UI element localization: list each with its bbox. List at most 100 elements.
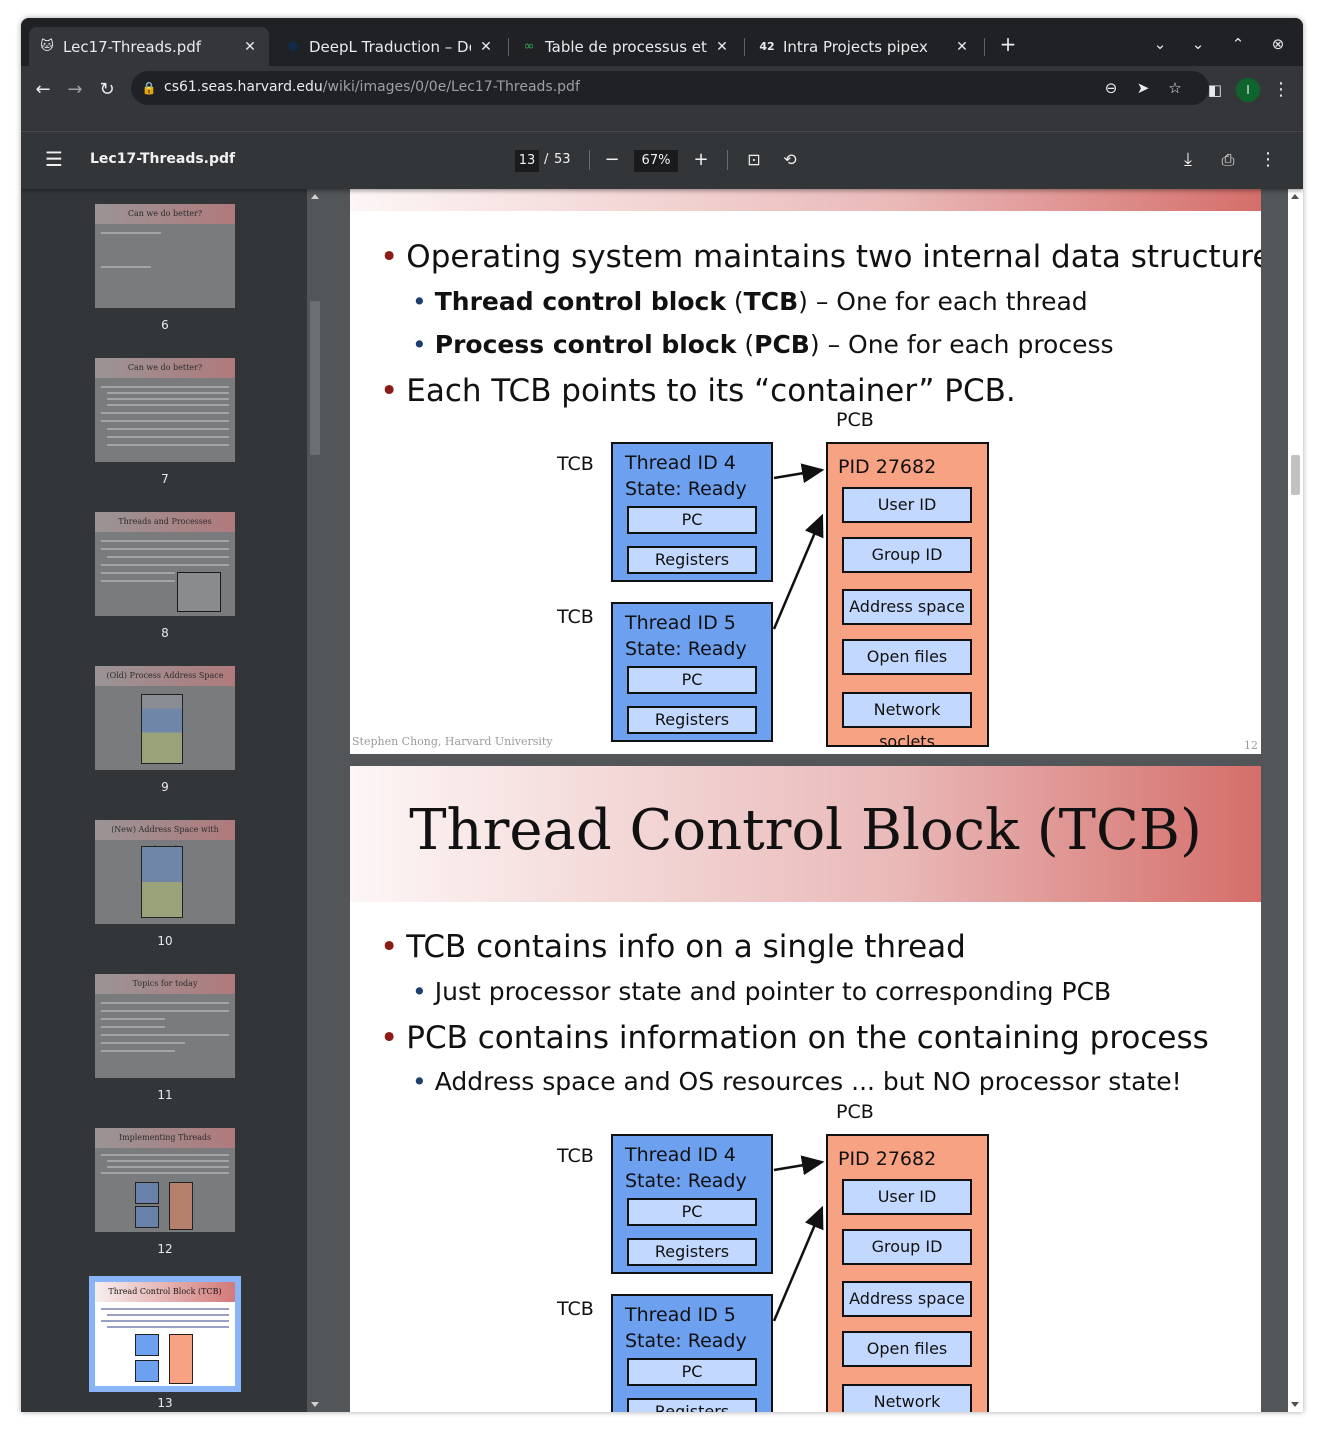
- deepl-icon: ●: [287, 38, 299, 54]
- page-number-input[interactable]: 13: [515, 150, 539, 172]
- thumbnail-image: (New) Address Space with Threads: [95, 820, 235, 924]
- new-tab-button[interactable]: +: [999, 32, 1017, 56]
- scroll-up-arrow-icon[interactable]: [311, 194, 319, 199]
- thumbnail-image: Can we do better?: [95, 204, 235, 308]
- window-close-icon[interactable]: ⊗: [1271, 35, 1285, 53]
- close-icon[interactable]: ✕: [480, 38, 492, 55]
- pdf-document-area[interactable]: •Operating system maintains two internal…: [323, 189, 1288, 1412]
- thumbnail-sidebar[interactable]: Can we do better? 6 Can we do better? 7 …: [21, 189, 307, 1412]
- scrollbar-thumb[interactable]: [1291, 455, 1300, 495]
- toolbar-divider: [589, 150, 590, 170]
- tcb-box: Thread ID 5 State: Ready PC Registers: [611, 602, 773, 742]
- more-vert-icon[interactable]: ⋮: [1272, 79, 1290, 100]
- pcb-field: Network soclets: [842, 1384, 972, 1412]
- back-arrow-icon[interactable]: ←: [35, 79, 51, 100]
- tab-title: Intra Projects pipex: [783, 37, 928, 56]
- slide-page-number: 12: [1244, 739, 1258, 752]
- tcb-label: TCB: [557, 606, 594, 628]
- thumbnail-number: 11: [157, 1088, 173, 1102]
- slide-title-band: [350, 766, 1261, 902]
- download-icon[interactable]: ⤓: [1184, 149, 1192, 170]
- fit-page-icon[interactable]: ⊡: [747, 150, 761, 169]
- sidebar-scrollbar[interactable]: [307, 189, 323, 1412]
- thumbnail-image: (Old) Process Address Space: [95, 666, 235, 770]
- menu-icon[interactable]: ☰: [45, 147, 63, 171]
- tab-separator: [508, 38, 509, 56]
- url-text[interactable]: cs61.seas.harvard.edu/wiki/images/0/0e/L…: [164, 79, 580, 95]
- thread-state: State: Ready: [625, 478, 747, 500]
- address-bar[interactable]: 🔒 cs61.seas.harvard.edu/wiki/images/0/0e…: [131, 71, 1209, 105]
- slide-footer-author: Stephen Chong, Harvard University: [352, 735, 553, 748]
- scroll-up-arrow-icon[interactable]: [1291, 194, 1299, 199]
- zoom-icon[interactable]: ⊖: [1104, 79, 1118, 97]
- pdf-page-13: Thread Control Block (TCB) •TCB contains…: [350, 766, 1261, 1412]
- scrollbar-thumb[interactable]: [310, 301, 320, 455]
- thumbnail-title: Topics for today: [95, 974, 235, 994]
- star-icon[interactable]: ☆: [1168, 79, 1182, 97]
- document-scrollbar[interactable]: [1288, 189, 1303, 1412]
- tcb-label: TCB: [557, 1298, 594, 1320]
- close-icon[interactable]: ✕: [716, 38, 728, 55]
- tcb-box: Thread ID 4 State: Ready PC Registers: [611, 442, 773, 582]
- page-separator: /: [544, 152, 549, 167]
- thumbnail-title: Implementing Threads: [95, 1128, 235, 1148]
- close-icon[interactable]: ✕: [956, 38, 968, 55]
- thumbnail-title: (New) Address Space with Threads: [95, 820, 235, 854]
- sub-bullet: •Just processor state and pointer to cor…: [412, 977, 1112, 1006]
- scroll-down-arrow-icon[interactable]: [1291, 1402, 1299, 1407]
- pointer-arrows: [772, 463, 825, 630]
- pcb-field: Group ID: [842, 1229, 972, 1265]
- maximize-icon[interactable]: ⌃: [1231, 35, 1245, 53]
- side-panel-icon[interactable]: ◧: [1207, 81, 1223, 99]
- thumbnail-title: Can we do better?: [95, 358, 235, 378]
- browser-window: 🐱 Lec17-Threads.pdf ✕ ● DeepL Traduction…: [21, 18, 1303, 1412]
- thumbnail-number: 9: [161, 780, 169, 794]
- thumbnail-image: Thread Control Block (TCB): [95, 1282, 235, 1386]
- tab-separator: [984, 38, 985, 56]
- pcb-field: Open files: [842, 1331, 972, 1367]
- avatar[interactable]: I: [1236, 78, 1260, 102]
- tab-title: Table de processus et bloc: [545, 37, 707, 56]
- pc-field: PC: [627, 666, 757, 694]
- pcb-field: User ID: [842, 1179, 972, 1215]
- scroll-down-arrow-icon[interactable]: [311, 1402, 319, 1407]
- bullet: •TCB contains info on a single thread: [380, 929, 966, 965]
- zoom-out-icon[interactable]: −: [604, 149, 620, 170]
- tab-separator: [744, 38, 745, 56]
- close-icon[interactable]: ✕: [244, 38, 256, 55]
- pcb-field: User ID: [842, 487, 972, 523]
- registers-field: Registers: [627, 1238, 757, 1266]
- registers-field: Registers: [627, 706, 757, 734]
- print-icon[interactable]: ⎙: [1221, 150, 1235, 169]
- tab-lec17[interactable]: 🐱 Lec17-Threads.pdf ✕: [29, 27, 269, 66]
- tab-deepl[interactable]: ● DeepL Traduction – DeepL ✕: [275, 27, 505, 66]
- more-vert-icon[interactable]: ⋮: [1259, 149, 1277, 170]
- thread-state: State: Ready: [625, 1170, 747, 1192]
- chevron-down-icon[interactable]: ⌄: [1153, 35, 1167, 53]
- forward-arrow-icon[interactable]: →: [67, 79, 83, 100]
- reload-icon[interactable]: ↻: [99, 79, 115, 100]
- zoom-input[interactable]: 67%: [634, 150, 678, 172]
- tab-table-processus[interactable]: ∞ Table de processus et bloc ✕: [511, 27, 741, 66]
- tcb-box: Thread ID 5 State: Ready PC Registers: [611, 1294, 773, 1412]
- tcb-box: Thread ID 4 State: Ready PC Registers: [611, 1134, 773, 1274]
- tab-intra-pipex[interactable]: 42 Intra Projects pipex ✕: [749, 27, 981, 66]
- registers-field: Registers: [627, 1398, 757, 1412]
- pcb-label: PCB: [836, 409, 874, 431]
- thumbnail-image: Topics for today: [95, 974, 235, 1078]
- rotate-icon[interactable]: ⟲: [783, 150, 797, 169]
- tab-strip: 🐱 Lec17-Threads.pdf ✕ ● DeepL Traduction…: [21, 18, 1303, 66]
- registers-field: Registers: [627, 546, 757, 574]
- lock-icon[interactable]: 🔒: [141, 81, 157, 95]
- thread-id: Thread ID 5: [625, 1304, 736, 1326]
- bullet: •PCB contains information on the contain…: [380, 1020, 1209, 1056]
- total-pages: 53: [554, 152, 571, 167]
- thumbnail-number: 12: [157, 1242, 173, 1256]
- zoom-in-icon[interactable]: +: [693, 149, 709, 170]
- send-icon[interactable]: ➤: [1136, 79, 1150, 97]
- tab-title: Lec17-Threads.pdf: [63, 37, 202, 56]
- thread-id: Thread ID 4: [625, 452, 736, 474]
- link-icon: ∞: [523, 38, 535, 54]
- minimize-icon[interactable]: ⌄: [1191, 35, 1205, 53]
- pc-field: PC: [627, 1358, 757, 1386]
